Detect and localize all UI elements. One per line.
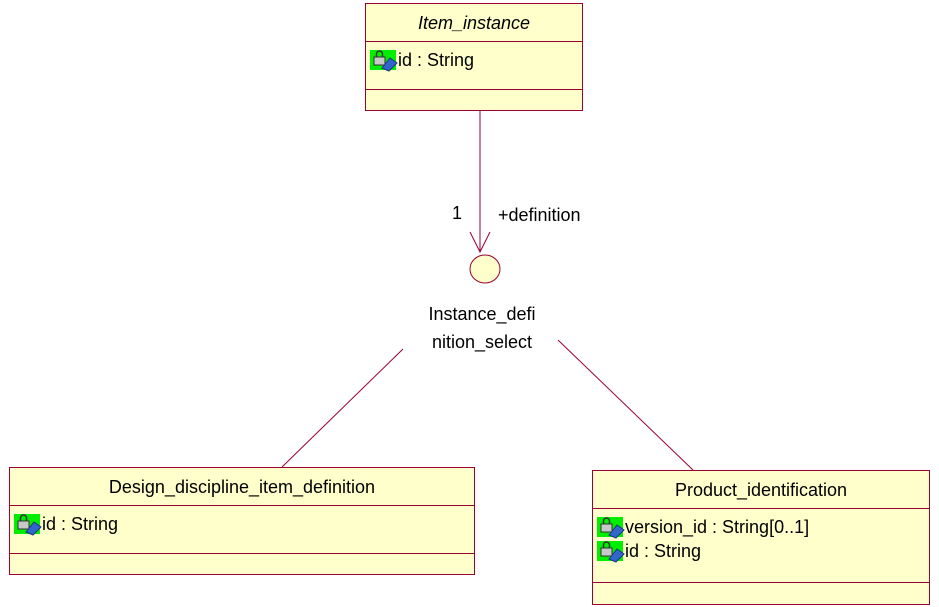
class-design-discipline-item-definition[interactable]: Design_discipline_item_definition id : S… [9, 467, 475, 575]
navigability-arrowhead [469, 231, 491, 254]
class-name: Design_discipline_item_definition [10, 468, 474, 506]
operation-compartment [593, 583, 929, 605]
attribute-compartment: id : String [366, 42, 582, 90]
role-label: +definition [498, 205, 581, 225]
private-attribute-lock-icon [597, 541, 625, 563]
class-name: Product_identification [593, 471, 929, 509]
class-item-instance[interactable]: Item_instance id : String [365, 3, 583, 111]
attribute-compartment: id : String [10, 506, 474, 554]
attribute-row[interactable]: version_id : String[0..1] [597, 515, 929, 539]
class-name: Item_instance [366, 4, 582, 42]
attribute-text: id : String [42, 513, 119, 534]
attribute-row[interactable]: id : String [14, 512, 474, 536]
private-attribute-lock-icon [370, 50, 398, 72]
operation-compartment [10, 554, 474, 576]
private-attribute-lock-icon [597, 517, 625, 539]
interface-name-line-1: Instance_defi [428, 304, 536, 324]
realization-line-design-discipline[interactable] [281, 348, 404, 468]
attribute-row[interactable]: id : String [370, 48, 582, 72]
interface-name-line-2: nition_select [431, 332, 533, 352]
attribute-text: id : String [625, 540, 702, 561]
attribute-text: id : String [398, 49, 475, 70]
attribute-text: version_id : String[0..1] [625, 516, 810, 537]
multiplicity-label: 1 [452, 203, 463, 223]
operation-compartment [366, 90, 582, 112]
private-attribute-lock-icon [14, 514, 42, 536]
attribute-row[interactable]: id : String [597, 539, 929, 563]
realization-line-product-identification[interactable] [557, 339, 694, 471]
class-product-identification[interactable]: Product_identification version_id : Stri… [592, 470, 930, 605]
interface-lollipop[interactable] [469, 254, 501, 284]
interface-name: Instance_defi nition_select [404, 300, 560, 356]
attribute-compartment: version_id : String[0..1] id : String [593, 509, 929, 583]
